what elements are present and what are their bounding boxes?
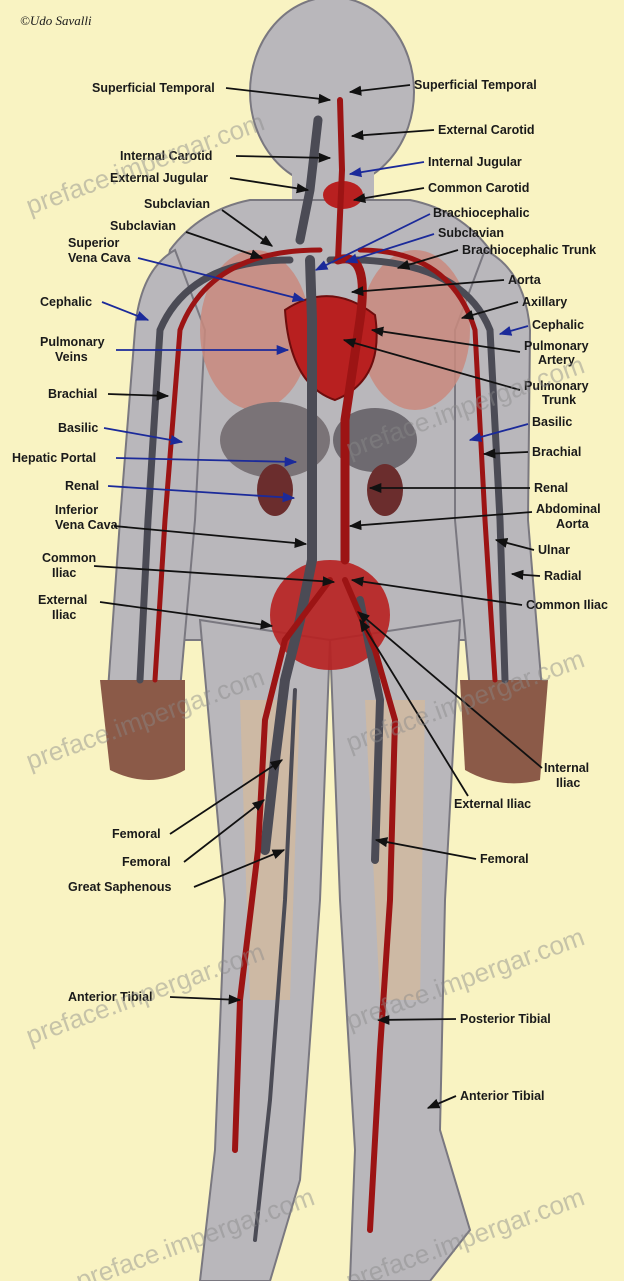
label-hepatic-portal: Hepatic Portal bbox=[12, 451, 96, 465]
label-brachial-right: Brachial bbox=[532, 445, 581, 459]
label-renal-left: Renal bbox=[65, 479, 99, 493]
right-kidney bbox=[367, 464, 403, 516]
label-posterior-tibial: Posterior Tibial bbox=[460, 1012, 551, 1026]
label-pulmonary-veins-2: Veins bbox=[55, 350, 88, 364]
label-inferior-vena-cava-2: Vena Cava bbox=[55, 518, 119, 532]
label-common-iliac-2: Iliac bbox=[52, 566, 76, 580]
label-renal-right: Renal bbox=[534, 481, 568, 495]
label-subclavian-right: Subclavian bbox=[438, 226, 504, 240]
label-brachiocephalic-trunk: Brachiocephalic Trunk bbox=[462, 243, 596, 257]
label-cephalic-left: Cephalic bbox=[40, 295, 92, 309]
label-external-iliac-1: External bbox=[38, 593, 87, 607]
label-aorta: Aorta bbox=[508, 273, 542, 287]
label-cephalic-right: Cephalic bbox=[532, 318, 584, 332]
label-femoral-right: Femoral bbox=[480, 852, 529, 866]
left-kidney bbox=[257, 464, 293, 516]
label-anterior-tibial-right: Anterior Tibial bbox=[460, 1089, 545, 1103]
label-internal-iliac-2: Iliac bbox=[556, 776, 580, 790]
label-pulmonary-veins-1: Pulmonary bbox=[40, 335, 105, 349]
label-ulnar: Ulnar bbox=[538, 543, 570, 557]
label-external-carotid: External Carotid bbox=[438, 123, 535, 137]
label-basilic-left: Basilic bbox=[58, 421, 98, 435]
label-great-saphenous: Great Saphenous bbox=[68, 880, 172, 894]
artery-carotid bbox=[338, 100, 342, 260]
label-superficial-temporal-right: Superficial Temporal bbox=[414, 78, 537, 92]
label-superior-vena-cava-2: Vena Cava bbox=[68, 251, 132, 265]
label-common-iliac-1: Common bbox=[42, 551, 96, 565]
label-femoral-left-1: Femoral bbox=[112, 827, 161, 841]
label-radial: Radial bbox=[544, 569, 582, 583]
credit-text: ©Udo Savalli bbox=[20, 13, 92, 28]
label-pulmonary-artery-1: Pulmonary bbox=[524, 339, 589, 353]
label-external-iliac-right: External Iliac bbox=[454, 797, 531, 811]
label-superior-vena-cava-1: Superior bbox=[68, 236, 120, 250]
label-common-carotid: Common Carotid bbox=[428, 181, 529, 195]
label-inferior-vena-cava-1: Inferior bbox=[55, 503, 98, 517]
label-internal-iliac-1: Internal bbox=[544, 761, 589, 775]
label-femoral-left-2: Femoral bbox=[122, 855, 171, 869]
label-external-iliac-2: Iliac bbox=[52, 608, 76, 622]
label-subclavian-left-1: Subclavian bbox=[144, 197, 210, 211]
label-abdominal-aorta-1: Abdominal bbox=[536, 502, 601, 516]
label-superficial-temporal-left: Superficial Temporal bbox=[92, 81, 215, 95]
label-internal-jugular: Internal Jugular bbox=[428, 155, 522, 169]
label-brachial-left: Brachial bbox=[48, 387, 97, 401]
label-basilic-right: Basilic bbox=[532, 415, 572, 429]
label-brachiocephalic: Brachiocephalic bbox=[433, 206, 530, 220]
label-common-iliac-right: Common Iliac bbox=[526, 598, 608, 612]
label-axillary: Axillary bbox=[522, 295, 567, 309]
label-subclavian-left-2: Subclavian bbox=[110, 219, 176, 233]
label-abdominal-aorta-2: Aorta bbox=[556, 517, 590, 531]
label-pulmonary-trunk-2: Trunk bbox=[542, 393, 576, 407]
